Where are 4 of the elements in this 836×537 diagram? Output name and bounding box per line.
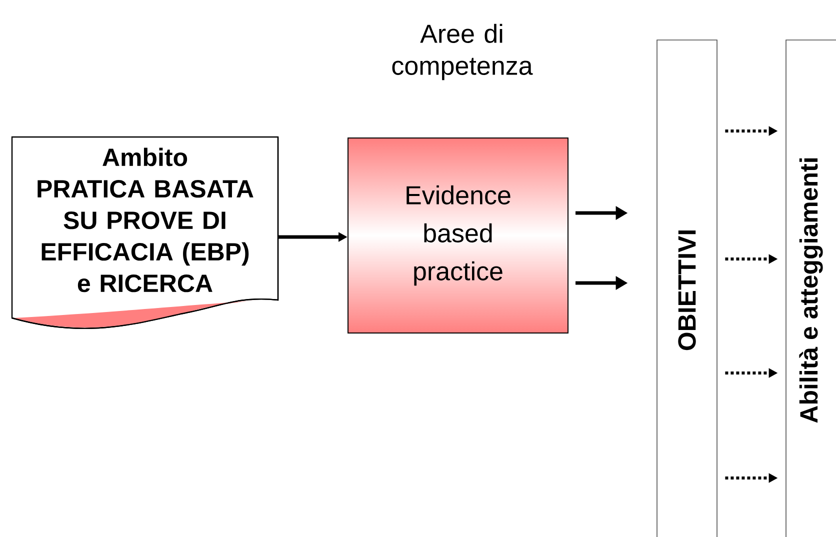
process-box: Evidence based practice xyxy=(348,138,568,334)
column-band: OBIETTIVI xyxy=(656,40,718,537)
column-band: Abilità e atteggiamenti xyxy=(786,40,836,537)
heading: Aree di competenza xyxy=(392,24,533,80)
